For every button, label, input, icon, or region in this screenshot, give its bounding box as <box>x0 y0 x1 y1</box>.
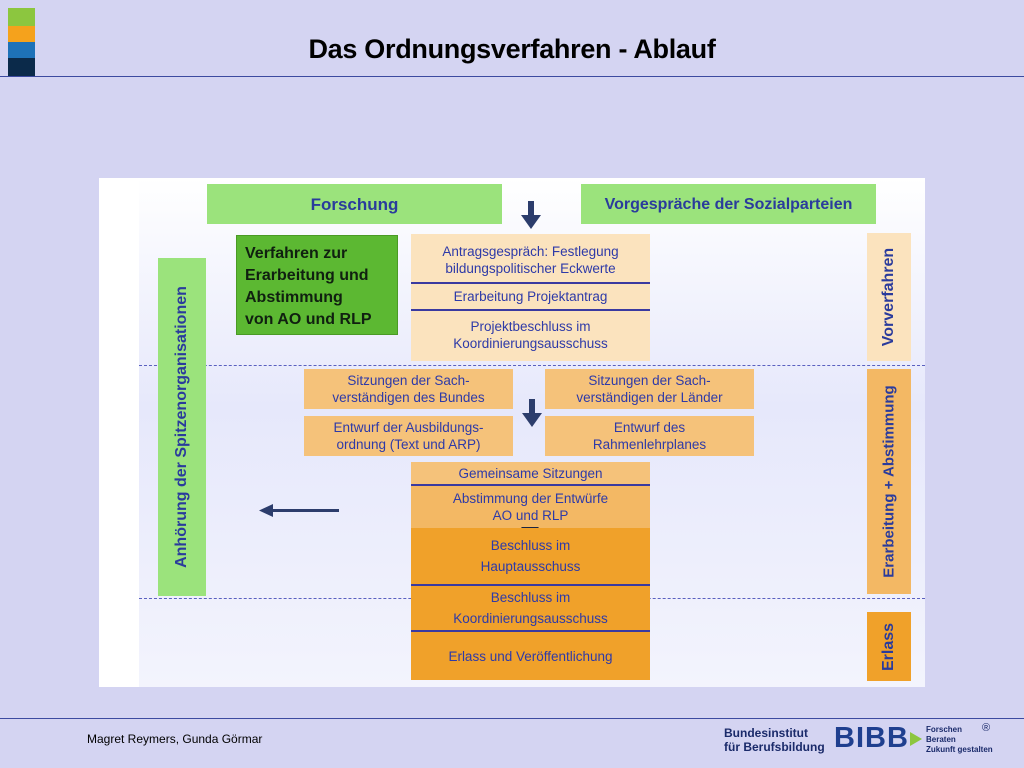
stack-separator <box>411 630 650 632</box>
stack-separator <box>411 484 650 486</box>
stack-separator <box>411 309 650 311</box>
abstimmung-entwuerfe-box: Abstimmung der Entwürfe AO und RLP <box>411 486 650 528</box>
stack-separator <box>411 282 650 284</box>
header-divider <box>0 76 1024 77</box>
gemeinsame-sitzungen-box: Gemeinsame Sitzungen <box>411 462 650 484</box>
sitzungen-bund-box: Sitzungen der Sach- verständigen des Bun… <box>304 369 513 409</box>
arrow-down-icon <box>521 201 541 229</box>
vorgespraeche-box: Vorgespräche der Sozialparteien <box>581 184 876 224</box>
beschluss-hauptausschuss-box: Beschluss im Hauptausschuss <box>411 528 650 584</box>
sitzungen-laender-box: Sitzungen der Sach- verständigen der Län… <box>545 369 754 409</box>
vorverfahren-stack <box>411 234 650 361</box>
logo-square-navy <box>8 58 35 76</box>
stack-separator <box>411 584 650 586</box>
erlass-veroeffentlichung-box: Erlass und Veröffentlichung <box>411 632 650 680</box>
footer-authors: Magret Reymers, Gunda Görmar <box>87 732 263 746</box>
verfahren-line: Erarbeitung und <box>245 267 369 284</box>
projektbeschluss-box: Projektbeschluss im Koordinierungsaussch… <box>453 319 608 351</box>
verfahren-line: Verfahren zur <box>245 245 348 262</box>
process-diagram: Forschung Vorgespräche der Sozialparteie… <box>99 178 925 687</box>
footer-divider <box>0 718 1024 719</box>
antragsgespraech-box: Antragsgespräch: Festlegung bildungspoli… <box>442 243 619 276</box>
side-label-anhoerung: Anhörung der Spitzenorganisationen <box>158 258 206 596</box>
bibb-logo: Bundesinstitut für Berufsbildung BIBB Fo… <box>724 722 1020 758</box>
play-arrow-icon <box>910 732 922 746</box>
bibb-slogan: Forschen Beraten Zukunft gestalten <box>926 725 993 754</box>
logo-square-orange <box>8 26 35 42</box>
page-title: Das Ordnungsverfahren - Ablauf <box>308 34 716 64</box>
erarbeitung-projektantrag-box: Erarbeitung Projektantrag <box>453 289 608 304</box>
phase-divider-1 <box>139 365 925 366</box>
verfahren-line: Abstimmung <box>245 289 343 306</box>
forschung-box: Forschung <box>207 184 502 224</box>
logo-square-green <box>8 8 35 26</box>
beschluss-koordinierungsausschuss-box: Beschluss im Koordinierungsausschuss <box>411 586 650 630</box>
verfahren-box: Verfahren zur Erarbeitung und Abstimmung… <box>236 235 398 335</box>
entwurf-ausbildungsordnung-box: Entwurf der Ausbildungs- ordnung (Text u… <box>304 416 513 456</box>
arrow-down-icon <box>522 399 542 427</box>
arrow-left-icon <box>259 504 339 517</box>
entwurf-rahmenlehrplan-box: Entwurf des Rahmenlehrplanes <box>545 416 754 456</box>
institute-name: Bundesinstitut für Berufsbildung <box>724 726 825 754</box>
side-label-erarbeitung: Erarbeitung + Abstimmung <box>867 369 911 594</box>
registered-mark: ® <box>982 722 991 734</box>
side-label-erlass: Erlass <box>867 612 911 681</box>
logo-square-blue <box>8 42 35 58</box>
side-label-vorverfahren: Vorverfahren <box>867 233 911 361</box>
bibb-wordmark: BIBB <box>834 722 909 754</box>
verfahren-line: von AO und RLP <box>245 311 372 328</box>
